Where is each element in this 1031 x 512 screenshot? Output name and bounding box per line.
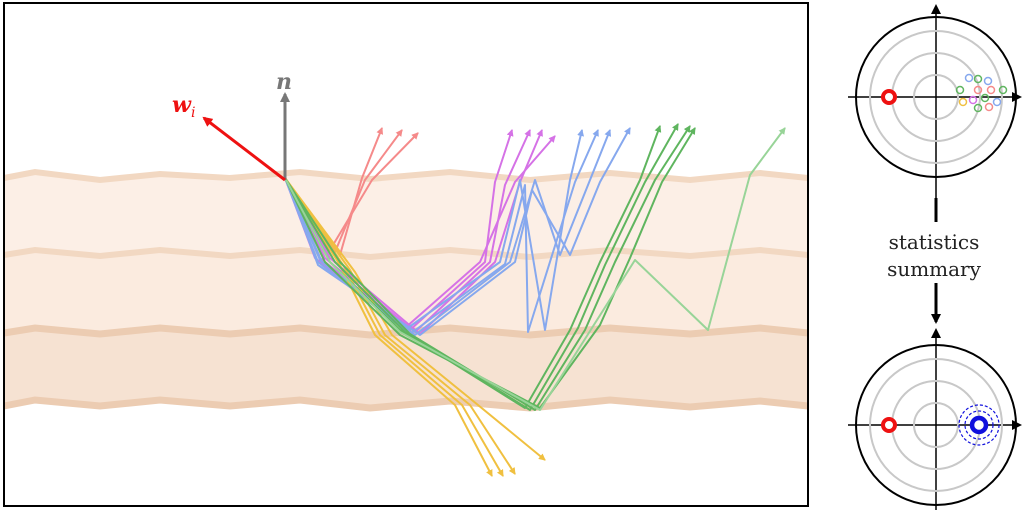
path-yellow-1 <box>284 177 493 477</box>
sample-point <box>973 103 983 113</box>
path-green-light-1 <box>284 127 786 411</box>
light-paths <box>284 123 786 477</box>
path-blue-2 <box>284 129 599 335</box>
boundary-4 <box>3 396 809 412</box>
sample-point <box>992 97 1002 107</box>
boundary-3 <box>3 324 809 339</box>
sample-points <box>955 73 1008 113</box>
sample-point <box>968 95 978 105</box>
sample-point <box>980 93 990 103</box>
diagram-frame <box>3 2 809 507</box>
polar-top-ring-1 <box>913 74 959 120</box>
vectors: n wi <box>172 69 292 182</box>
path-blue-4 <box>284 127 631 336</box>
summary-mean-marker <box>969 415 989 435</box>
summary-caption-line2: summary <box>887 257 982 281</box>
sample-point <box>958 97 968 107</box>
polar-bottom-ring-3 <box>869 358 1003 492</box>
layer-middle <box>4 250 808 335</box>
path-yellow-4 <box>284 177 546 461</box>
polar-top-ring-3 <box>869 30 1003 164</box>
summary-connector: statistics summary <box>887 198 982 324</box>
incident-label: wi <box>172 92 195 121</box>
polar-bottom-ring-1 <box>913 402 959 448</box>
polar-bottom-outer <box>855 344 1017 506</box>
polar-top-outer <box>855 16 1017 178</box>
incident-label-subscript: i <box>191 105 195 121</box>
sample-point <box>964 73 974 83</box>
sample-point <box>998 85 1008 95</box>
paths-green <box>284 123 696 411</box>
boundary-2 <box>3 246 809 261</box>
layer-bottom <box>4 328 808 408</box>
normal-label: n <box>276 69 292 95</box>
polar-plot-summary <box>848 328 1022 510</box>
sample-point <box>986 85 996 95</box>
layer-top <box>4 172 808 257</box>
incident-marker-bottom <box>881 417 897 433</box>
incident-label-main: w <box>172 92 192 118</box>
incident-marker-top <box>881 89 897 105</box>
sample-point <box>984 102 994 112</box>
boundary-1 <box>3 168 809 184</box>
incident-vector <box>202 116 286 182</box>
summary-spread-inner <box>964 410 994 440</box>
path-green-3 <box>284 125 691 411</box>
sample-point <box>973 74 983 84</box>
sample-point <box>973 85 983 95</box>
path-green-4 <box>284 127 696 409</box>
sample-point <box>983 76 993 86</box>
sample-point <box>955 85 965 95</box>
summary-caption-line1: statistics <box>889 230 980 254</box>
paths-green-light <box>284 127 786 411</box>
path-yellow-3 <box>284 177 516 475</box>
summary-spread-outer <box>958 404 1000 446</box>
path-green-2 <box>284 123 679 411</box>
layered-medium <box>3 168 809 412</box>
polar-plot-samples <box>848 4 1022 200</box>
